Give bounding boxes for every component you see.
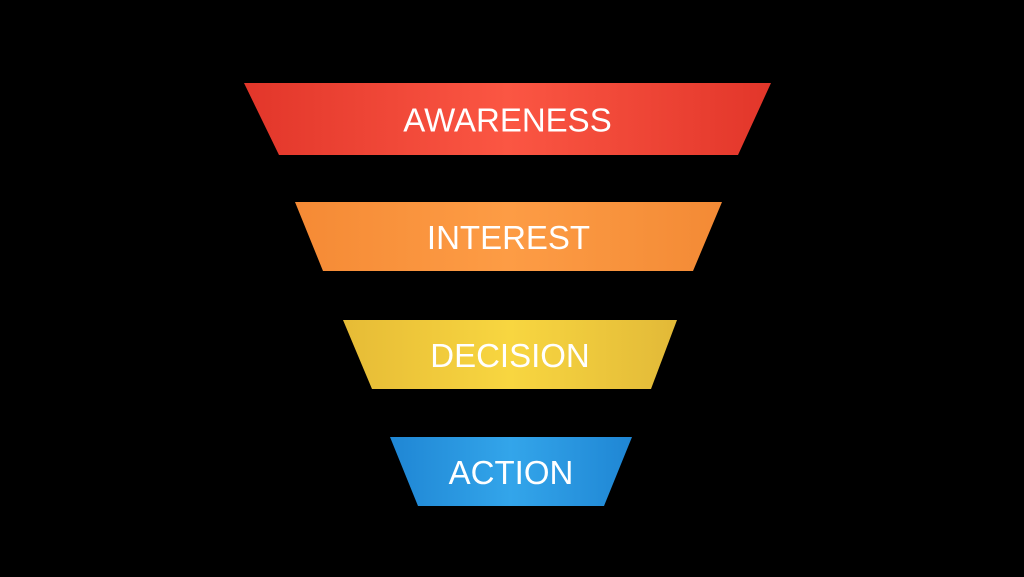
funnel-stage-shape [244,83,771,155]
funnel-stage-label: INTEREST [427,219,590,256]
funnel-stage-shape [295,202,722,271]
funnel-stage-awareness: AWARENESS [244,83,771,155]
funnel-stage-interest: INTEREST [295,202,722,271]
funnel-stage-action: ACTION [390,437,632,506]
funnel-stage-shape [390,437,632,506]
funnel-stage-shape [343,320,677,389]
funnel-stage-decision: DECISION [343,320,677,389]
funnel-stage-label: DECISION [430,337,590,374]
funnel-stage-label: ACTION [449,454,574,491]
funnel-stage-label: AWARENESS [403,102,611,139]
